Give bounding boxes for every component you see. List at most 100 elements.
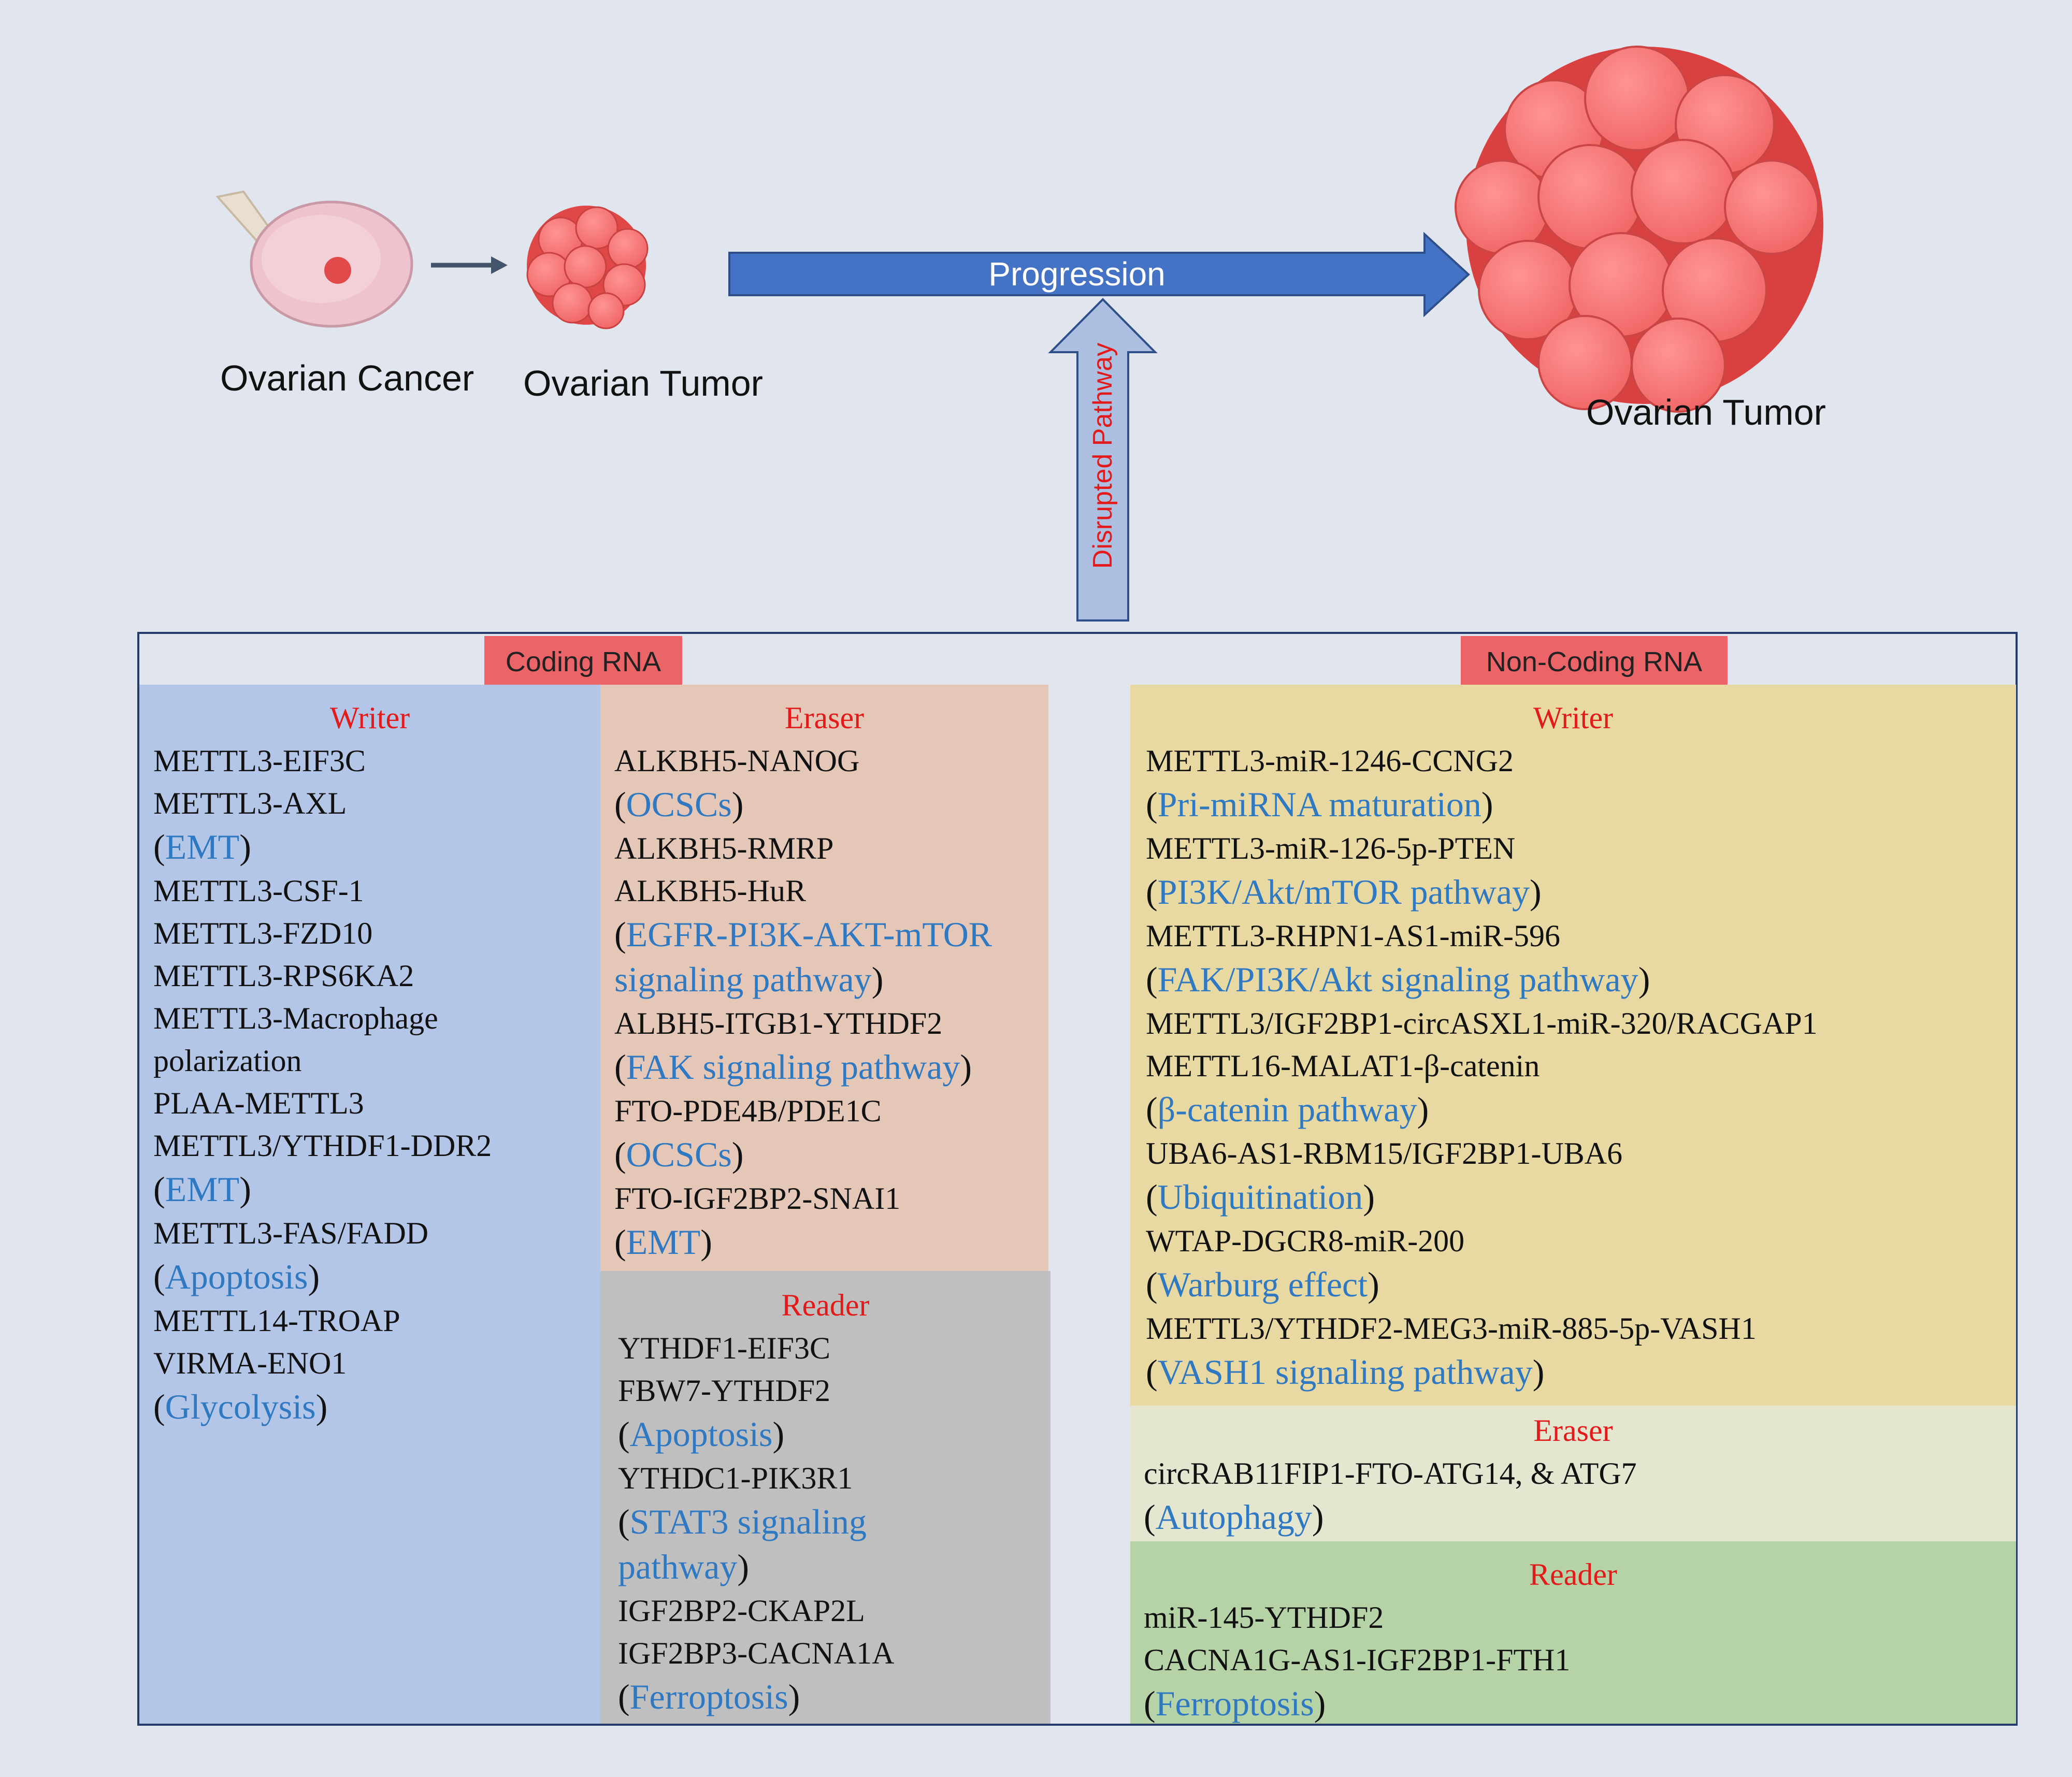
ovary-illustration: [215, 190, 413, 328]
pathway-term: VASH1 signaling pathway: [1157, 1352, 1533, 1392]
large-tumor-illustration: [1455, 46, 1823, 413]
pathway-entry: (STAT3 signaling: [618, 1502, 867, 1541]
coding-reader-title: Reader: [781, 1288, 870, 1322]
pathway-term: STAT3 signaling: [629, 1502, 867, 1541]
pathway-entry: (EMT): [153, 1169, 251, 1209]
pathway-term: Pri-miRNA maturation: [1157, 785, 1481, 824]
mapping-entry: YTHDF1-EIF3C: [618, 1331, 831, 1365]
pathway-term: EMT: [165, 827, 240, 866]
mapping-entry: METTL3-Macrophage: [153, 1001, 438, 1035]
noncoding-eraser-title: Eraser: [1533, 1413, 1613, 1448]
mapping-entry: ALKBH5-RMRP: [614, 831, 834, 865]
mapping-entry: FBW7-YTHDF2: [618, 1374, 831, 1408]
mapping-entry: METTL3-miR-126-5p-PTEN: [1146, 831, 1516, 865]
pathway-term: OCSCs: [626, 785, 732, 824]
mapping-entry: circRAB11FIP1-FTO-ATG14, & ATG7: [1144, 1456, 1637, 1491]
mapping-entry: ALBH5-ITGB1-YTHDF2: [614, 1006, 943, 1041]
mapping-entry: METTL3-FZD10: [153, 916, 373, 950]
pathway-term: Ubiquitination: [1157, 1177, 1363, 1217]
lesion-icon: [324, 257, 351, 284]
coding-eraser-list: ALKBH5-NANOG (OCSCs) ALKBH5-RMRP ALKBH5-HuR…: [614, 740, 1048, 1265]
mapping-entry: METTL14-TROAP: [153, 1304, 400, 1338]
pathway-term: Glycolysis: [165, 1387, 316, 1426]
mapping-entry: YTHDC1-PIK3R1: [618, 1461, 853, 1495]
mapping-entry: METTL3-RHPN1-AS1-miR-596: [1146, 919, 1560, 953]
caption-ovarian-cancer: Ovarian Cancer: [220, 358, 474, 398]
pathway-term: OCSCs: [626, 1135, 732, 1174]
mapping-entry: PLAA-METTL3: [153, 1086, 364, 1120]
caption-ovarian-tumor-small: Ovarian Tumor: [523, 363, 763, 403]
pathway-term: pathway: [618, 1547, 738, 1586]
pathway-term: Autophagy: [1155, 1497, 1312, 1537]
caption-ovarian-tumor-large: Ovarian Tumor: [1586, 392, 1826, 432]
rna-frame: [137, 632, 2018, 1726]
mapping-entry: METTL3-RPS6KA2: [153, 959, 414, 993]
noncoding-eraser-list: circRAB11FIP1-FTO-ATG14, & ATG7 (Autophag…: [1144, 1452, 2016, 1540]
mapping-entry: METTL3/YTHDF1-DDR2: [153, 1129, 492, 1163]
pathway-entry: (EMT): [614, 1222, 712, 1262]
pathway-term: FAK/PI3K/Akt signaling pathway: [1157, 960, 1638, 999]
pathway-entry: (Autophagy): [1144, 1497, 1324, 1537]
coding-eraser-title: Eraser: [784, 701, 865, 735]
noncoding-rna-label: Non-Coding RNA: [1461, 636, 1728, 688]
mapping-entry: IGF2BP2-CKAP2L: [618, 1594, 865, 1628]
pathway-term: Apoptosis: [629, 1414, 773, 1454]
pathway-entry: (β-catenin pathway): [1146, 1090, 1429, 1129]
noncoding-reader-title: Reader: [1529, 1557, 1617, 1592]
mapping-entry: METTL3-CSF-1: [153, 874, 364, 908]
pathway-term: PI3K/Akt/mTOR pathway: [1157, 872, 1530, 912]
pathway-entry: (Apoptosis): [618, 1414, 785, 1454]
coding-reader-list: YTHDF1-EIF3C FBW7-YTHDF2 (Apoptosis) YTHDC1…: [618, 1327, 1051, 1720]
pathway-term: FAK signaling pathway: [626, 1047, 960, 1087]
pathway-entry: (EMT): [153, 827, 251, 866]
noncoding-eraser-panel: Eraser circRAB11FIP1-FTO-ATG14, & ATG7 (A…: [1130, 1406, 2016, 1541]
progression-label: Progression: [988, 255, 1166, 293]
pathway-entry: (Pri-miRNA maturation): [1146, 785, 1493, 824]
disrupted-pathway-arrow: [1048, 298, 1158, 622]
mapping-entry: miR-145-YTHDF2: [1144, 1600, 1384, 1635]
pathway-term: EGFR-PI3K-AKT-mTOR: [626, 915, 992, 954]
pathway-term: EMT: [165, 1169, 240, 1209]
coding-rna-label: Coding RNA: [484, 636, 682, 688]
pathway-term: β-catenin pathway: [1157, 1090, 1417, 1129]
small-tumor-illustration: [526, 206, 649, 329]
small-arrow-icon: [431, 256, 508, 274]
pathway-term: Apoptosis: [165, 1257, 308, 1296]
mapping-entry: VIRMA-ENO1: [153, 1346, 347, 1380]
pathway-entry: (Glycolysis): [153, 1387, 328, 1426]
mapping-entry: IGF2BP3-CACNA1A: [618, 1636, 895, 1670]
pathway-term: Ferroptosis: [1155, 1684, 1314, 1723]
mapping-entry: FTO-PDE4B/PDE1C: [614, 1094, 882, 1128]
mapping-entry: polarization: [153, 1044, 302, 1078]
progression-arrow: [728, 232, 1470, 317]
pathway-term: Ferroptosis: [629, 1677, 788, 1716]
mapping-entry: WTAP-DGCR8-miR-200: [1146, 1224, 1465, 1258]
mapping-entry: ALKBH5-HuR: [614, 874, 806, 908]
pathway-term: Warburg effect: [1157, 1265, 1368, 1304]
pathway-entry: (Apoptosis): [153, 1257, 320, 1296]
pathway-entry: (OCSCs): [614, 1135, 744, 1174]
mapping-entry: ALKBH5-NANOG: [614, 744, 860, 778]
mapping-entry: METTL3-AXL: [153, 786, 347, 820]
mapping-entry: METTL16-MALAT1-β-catenin: [1146, 1049, 1540, 1083]
pathway-entry: (OCSCs): [614, 785, 744, 824]
coding-reader-panel: Reader YTHDF1-EIF3C FBW7-YTHDF2 (Apoptosis…: [600, 1271, 1051, 1724]
mapping-entry: UBA6-AS1-RBM15/IGF2BP1-UBA6: [1146, 1136, 1623, 1171]
pathway-entry: (Ubiquitination): [1146, 1177, 1375, 1217]
mapping-entry: CACNA1G-AS1-IGF2BP1-FTH1: [1144, 1643, 1571, 1677]
coding-writer-title: Writer: [329, 701, 410, 735]
mapping-entry: METTL3/IGF2BP1-circASXL1-miR-320/RACGAP1: [1146, 1006, 1818, 1041]
noncoding-writer-panel: Writer METTL3-miR-1246-CCNG2(Pri-miRNA m…: [1130, 685, 2016, 1406]
pathway-entry: (Warburg effect): [1146, 1265, 1379, 1304]
mapping-entry: METTL3-miR-1246-CCNG2: [1146, 744, 1514, 778]
pathway-entry: (EGFR-PI3K-AKT-mTOR: [614, 915, 992, 954]
pathway-entry: (PI3K/Akt/mTOR pathway): [1146, 872, 1542, 912]
pathway-entry: (FAK/PI3K/Akt signaling pathway): [1146, 960, 1650, 999]
progression-illustration: [215, 46, 1823, 622]
pathway-entry: (VASH1 signaling pathway): [1146, 1352, 1545, 1392]
mapping-entry: METTL3-FAS/FADD: [153, 1216, 429, 1250]
mapping-entry: FTO-IGF2BP2-SNAI1: [614, 1181, 901, 1216]
